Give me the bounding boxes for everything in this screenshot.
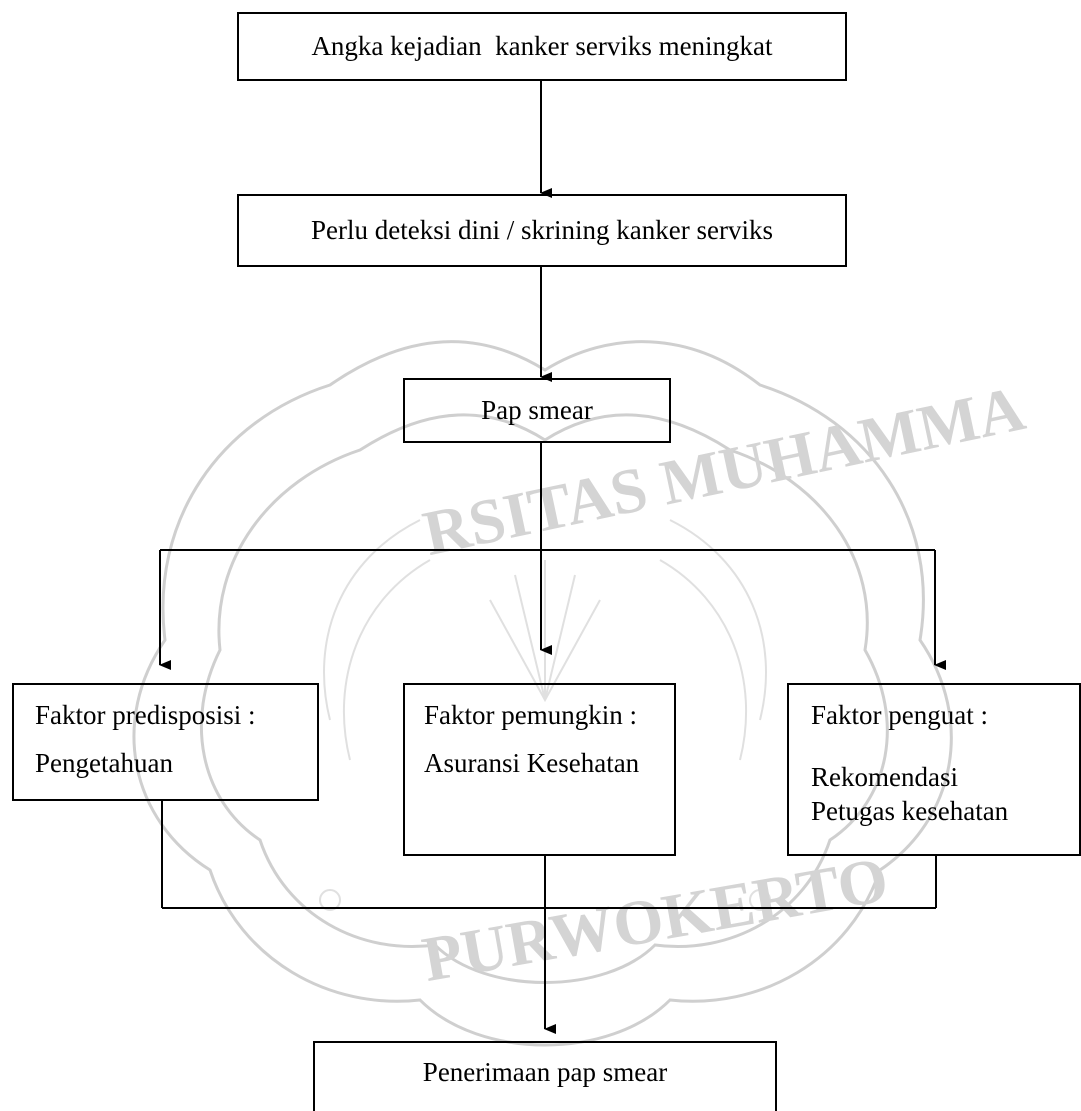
- box-factor-predisposing: Faktor predisposisi : Pengetahuan: [12, 683, 319, 801]
- factor-reinforcing-item-line2: Petugas kesehatan: [811, 796, 1009, 826]
- factor-reinforcing-item-line1: Rekomendasi: [811, 762, 958, 792]
- box-incidence-increase: Angka kejadian kanker serviks meningkat: [237, 12, 847, 81]
- factor-enabling-title: Faktor pemungkin :: [424, 700, 637, 730]
- box-pap-smear-text: Pap smear: [481, 395, 593, 426]
- box-pap-smear: Pap smear: [403, 378, 671, 443]
- box-factor-reinforcing: Faktor penguat : Rekomendasi Petugas kes…: [787, 683, 1081, 856]
- factor-enabling-item: Asuransi Kesehatan: [424, 748, 640, 778]
- box-early-detection-text: Perlu deteksi dini / skrining kanker ser…: [311, 215, 773, 246]
- box-incidence-increase-text: Angka kejadian kanker serviks meningkat: [311, 31, 773, 62]
- factor-predisposing-item: Pengetahuan: [35, 748, 173, 778]
- box-pap-smear-acceptance: Penerimaan pap smear: [313, 1041, 777, 1111]
- factor-predisposing-title: Faktor predisposisi :: [35, 700, 256, 730]
- box-factor-enabling: Faktor pemungkin : Asuransi Kesehatan: [403, 683, 676, 856]
- factor-reinforcing-title: Faktor penguat :: [811, 700, 988, 730]
- box-pap-smear-acceptance-text: Penerimaan pap smear: [422, 1057, 668, 1087]
- box-early-detection: Perlu deteksi dini / skrining kanker ser…: [237, 194, 847, 267]
